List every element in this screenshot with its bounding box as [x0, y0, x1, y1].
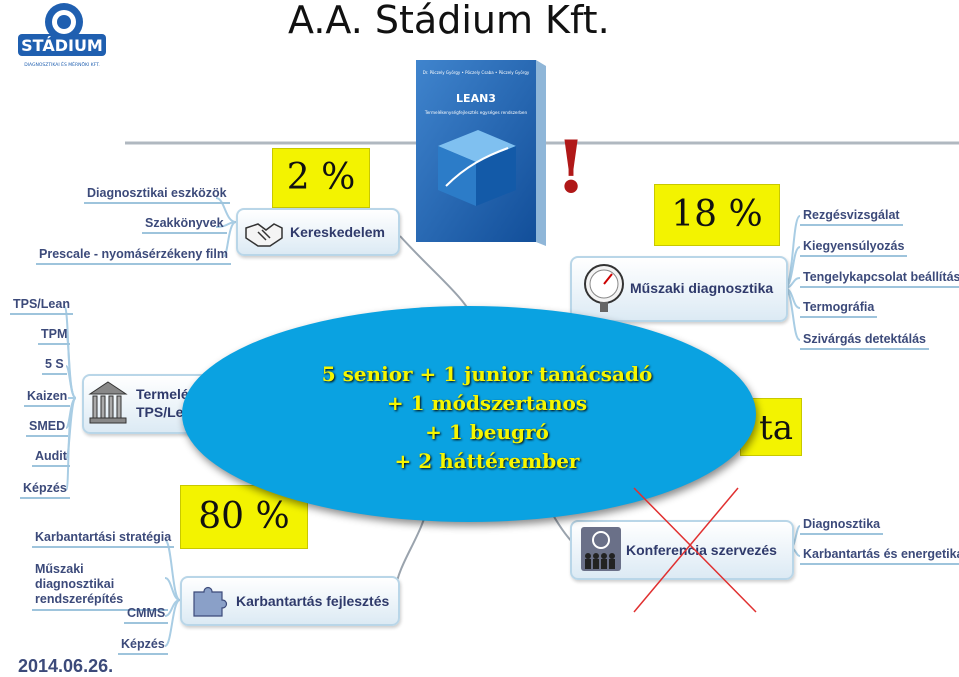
leaf-training-production: Képzés	[20, 481, 70, 499]
leaf-smed: SMED	[26, 419, 69, 437]
leaf-5s: 5 S	[42, 357, 67, 375]
node-trade: Kereskedelem	[236, 208, 400, 256]
node-conference-label: Konferencia szervezés	[626, 542, 777, 558]
book-cover: Dr. Pöczely György • Pöczely Csaba • Pöc…	[416, 56, 546, 248]
team-line-4: + 2 háttérember	[394, 449, 580, 473]
exclamation-icon: !	[556, 126, 586, 198]
page-title: A.A. Stádium Kft.	[288, 0, 610, 42]
book-subtitle: Termelékenységfejlesztés egységes rendsz…	[424, 110, 528, 115]
building-icon	[88, 381, 128, 424]
leaf-diagnostic-tools: Diagnosztikai eszközök	[84, 186, 230, 204]
leaf-diagnostics-conference: Diagnosztika	[800, 517, 884, 535]
leaf-maintenance-energy: Karbantartás és energetika	[800, 547, 959, 565]
puzzle-icon	[193, 586, 228, 617]
audience-icon	[581, 527, 621, 571]
leaf-kaizen: Kaizen	[24, 389, 71, 407]
leaf-training-maintenance: Képzés	[118, 637, 168, 655]
node-maintenance-label: Karbantartás fejlesztés	[236, 593, 390, 609]
percent-diagnostics: 18 %	[654, 184, 780, 246]
leaf-audit: Audit	[32, 449, 70, 467]
team-text: 5 senior + 1 junior tanácsadó + 1 módsze…	[182, 360, 792, 476]
logo-subtext: DIAGNOSZTIKAI ÉS MÉRNÖKI KFT.	[24, 60, 100, 68]
leaf-prescale: Prescale - nyomásérzékeny film	[36, 247, 231, 265]
cross-out-mark	[633, 487, 757, 613]
node-trade-label: Kereskedelem	[290, 224, 385, 240]
svg-text:!: !	[556, 126, 586, 198]
team-line-3: + 1 beugró	[425, 420, 549, 444]
leaf-books: Szakkönyvek	[142, 216, 227, 234]
company-logo: STÁDIUM DIAGNOSZTIKAI ÉS MÉRNÖKI KFT.	[14, 0, 110, 72]
leaf-maintenance-strategy: Karbantartási stratégia	[32, 530, 175, 548]
leaf-leak-detection: Szivárgás detektálás	[800, 332, 929, 350]
leaf-vibration: Rezgésvizsgálat	[800, 208, 903, 226]
leaf-tpm: TPM	[38, 327, 71, 345]
gauge-icon	[584, 264, 624, 312]
node-diagnostics-label: Műszaki diagnosztika	[630, 280, 774, 296]
leaf-tps-lean: TPS/Lean	[10, 297, 73, 315]
node-maintenance: Karbantartás fejlesztés	[180, 576, 400, 626]
date-label: 2014.06.26.	[18, 656, 114, 676]
percent-trade: 2 %	[272, 148, 370, 208]
leaf-diagnostic-system: Műszaki diagnosztikai rendszerépítés	[32, 562, 168, 611]
book-authors: Dr. Pöczely György • Pöczely Csaba • Pöc…	[423, 70, 530, 75]
team-ellipse	[182, 306, 756, 522]
leaf-balancing: Kiegyensúlyozás	[800, 239, 908, 257]
leaf-coupling-alignment: Tengelykapcsolat beállítás	[800, 270, 959, 288]
team-line-2: + 1 módszertanos	[386, 391, 588, 415]
node-diagnostics: Műszaki diagnosztika	[570, 256, 788, 322]
logo-text: STÁDIUM	[21, 36, 103, 55]
leaf-cmms: CMMS	[124, 606, 169, 624]
leaf-thermography: Termográfia	[800, 300, 878, 318]
team-line-1: 5 senior + 1 junior tanácsadó	[321, 362, 653, 386]
book-title: LEAN3	[456, 92, 496, 105]
node-conference: Konferencia szervezés	[570, 520, 794, 580]
handshake-icon	[245, 223, 283, 247]
